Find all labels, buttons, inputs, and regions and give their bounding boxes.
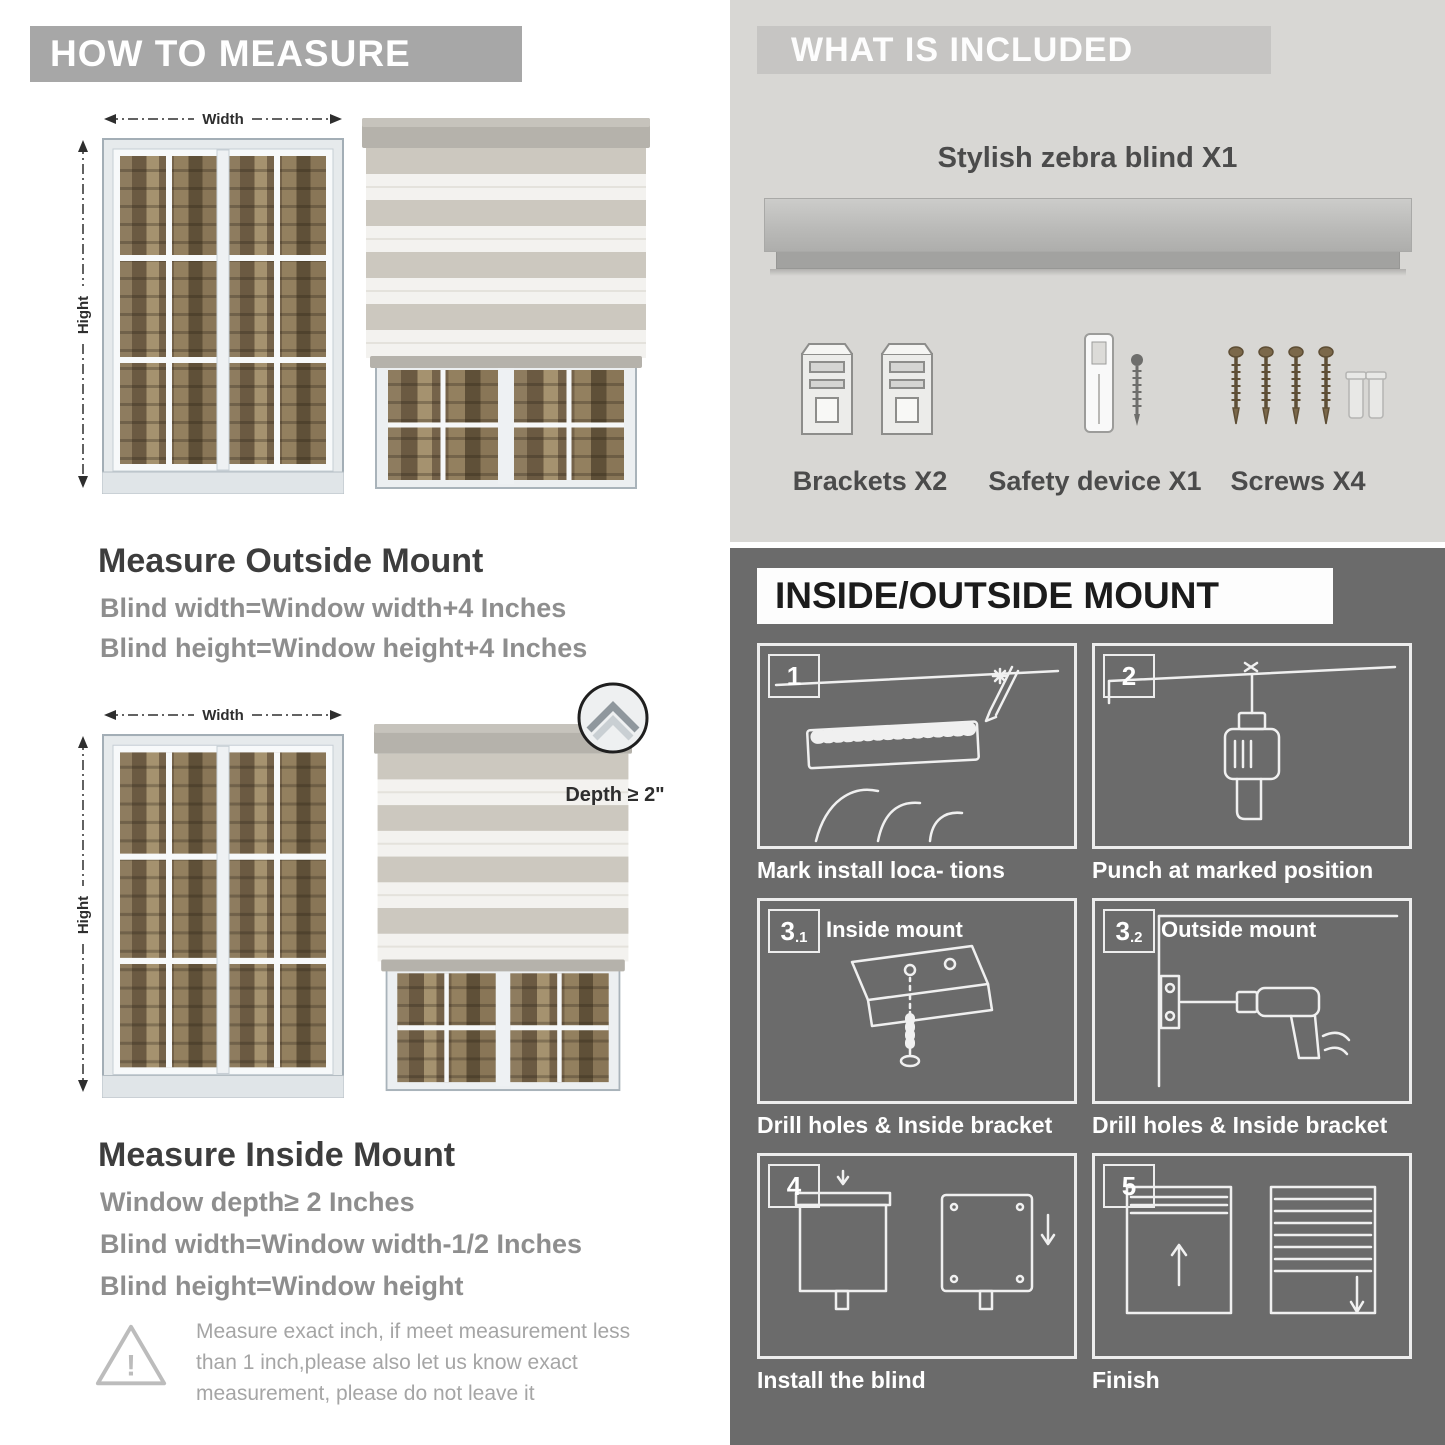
inside-formula-depth: Window depth≥ 2 Inches xyxy=(100,1187,415,1217)
width-arrow: Width xyxy=(104,111,342,128)
what-is-included-header: WHAT IS INCLUDED xyxy=(757,26,1271,74)
note-line: Measure exact inch, if meet measurement … xyxy=(196,1320,631,1343)
zebra-blind-illustration xyxy=(362,118,650,492)
brackets-label: Brackets X2 xyxy=(792,466,948,496)
safety-device-icon xyxy=(1084,333,1143,433)
step-title: Outside mount xyxy=(1161,917,1317,942)
note-text: Measure exact inch, if meet measurement … xyxy=(196,1302,630,1409)
outside-mount-figure: Width Hight xyxy=(62,102,650,494)
inside-mount-figure: Width Hight xyxy=(62,698,650,1102)
warning-icon: ! xyxy=(95,1324,167,1386)
depth-callout-icon xyxy=(577,682,649,754)
height-label: Hight xyxy=(75,896,92,934)
step-caption: Drill holes & Inside bracket xyxy=(1092,1112,1388,1138)
height-label: Hight xyxy=(75,296,92,334)
measurement-note: ! Measure exact inch, if meet measuremen… xyxy=(92,1302,652,1409)
safety-device-label: Safety device X1 xyxy=(988,466,1202,496)
finish-illustration xyxy=(1125,1185,1377,1315)
what-is-included-section: WHAT IS INCLUDED Stylish zebra blind X1 xyxy=(730,0,1445,542)
inside-formula-height: Blind height=Window height xyxy=(100,1271,464,1301)
mark-locations-illustration xyxy=(774,665,1060,843)
step-panel-3-1: 3 .1 Inside mount Drill holes & Inside b… xyxy=(757,898,1077,1139)
step-caption: Punch at marked position xyxy=(1092,857,1374,883)
inside-bracket-illustration xyxy=(850,944,994,1068)
warning-glyph: ! xyxy=(126,1351,136,1383)
step-number-badge: 3 .1 xyxy=(768,909,820,953)
window-illustration xyxy=(102,734,344,1098)
step-number-badge: 1 xyxy=(768,654,820,698)
step-number-badge: 5 xyxy=(1103,1164,1155,1208)
width-arrow: Width xyxy=(104,707,342,724)
step-box: 3 .2 Outside mount xyxy=(1092,898,1412,1104)
step-panel-2: 2 Punch at marked position xyxy=(1092,643,1412,884)
inside-mount-title: Measure Inside Mount xyxy=(98,1136,456,1175)
zebra-blind-headrail xyxy=(764,198,1412,276)
depth-label: Depth ≥ 2" xyxy=(565,784,665,806)
how-to-measure-header: HOW TO MEASURE xyxy=(30,26,522,82)
height-arrow: Hight xyxy=(75,140,92,488)
step-caption: Finish xyxy=(1092,1367,1160,1393)
step-box: 4 xyxy=(757,1153,1077,1359)
screws-icon xyxy=(1228,346,1387,425)
outside-formula-height: Blind height=Window height+4 Inches xyxy=(100,633,588,663)
step-caption: Install the blind xyxy=(757,1367,926,1393)
note-line: than 1 inch,please also let us know exac… xyxy=(196,1351,578,1374)
step-panel-1: 1 Mark install loca- tions xyxy=(757,643,1077,884)
drill-illustration xyxy=(1107,661,1397,821)
product-title: Stylish zebra blind X1 xyxy=(937,142,1238,174)
width-label: Width xyxy=(202,111,244,128)
outside-mount-title: Measure Outside Mount xyxy=(98,542,484,581)
note-line: measurement, please do not leave it xyxy=(196,1382,535,1405)
step-panel-4: 4 Install the blind xyxy=(757,1153,1077,1394)
step-panel-3-2: 3 .2 Outside mount Drill holes & Inside … xyxy=(1092,898,1412,1139)
width-label: Width xyxy=(202,707,244,724)
step-number-badge: 4 xyxy=(768,1164,820,1208)
step-box: 2 xyxy=(1092,643,1412,849)
step-title: Inside mount xyxy=(826,917,963,942)
step-box: 5 xyxy=(1092,1153,1412,1359)
install-blind-illustration xyxy=(794,1169,1056,1311)
outside-formula-width: Blind width=Window width+4 Inches xyxy=(100,593,567,623)
step-caption: Drill holes & Inside bracket xyxy=(757,1112,1053,1138)
screws-label: Screws X4 xyxy=(1230,466,1366,496)
step-panel-5: 5 Finish xyxy=(1092,1153,1412,1394)
mount-header: INSIDE/OUTSIDE MOUNT xyxy=(757,568,1333,624)
step-box: 1 xyxy=(757,643,1077,849)
step-number-badge: 3 .2 xyxy=(1103,909,1155,953)
mount-section: INSIDE/OUTSIDE MOUNT xyxy=(730,548,1445,1445)
window-illustration xyxy=(102,138,344,494)
height-arrow: Hight xyxy=(75,736,92,1092)
outside-bracket-illustration xyxy=(1157,914,1399,1088)
brackets-icon xyxy=(801,343,933,435)
zebra-blind-illustration xyxy=(374,724,632,1094)
inside-formula-width: Blind width=Window width-1/2 Inches xyxy=(100,1229,583,1259)
step-caption: Mark install loca- tions xyxy=(757,857,1005,883)
step-number-badge: 2 xyxy=(1103,654,1155,698)
step-box: 3 .1 Inside mount xyxy=(757,898,1077,1104)
